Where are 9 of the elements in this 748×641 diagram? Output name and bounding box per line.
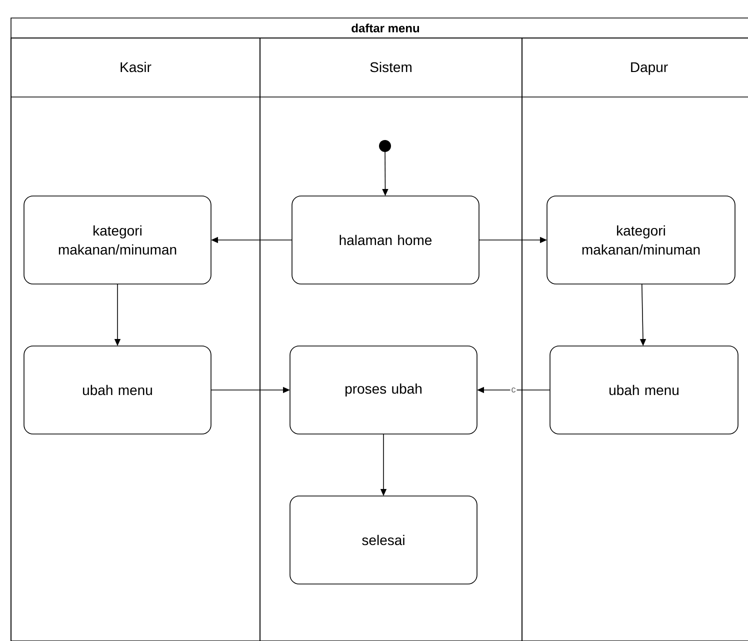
activity-box: ubah menu [24, 346, 212, 434]
activity-box: kategori makanan/minuman [546, 196, 736, 284]
activity-box: kategori makanan/minuman [24, 196, 212, 284]
activity-box: proses ubah [290, 346, 478, 434]
activity-box: halaman home [292, 196, 480, 284]
edge-label: c [510, 386, 517, 394]
start-node [379, 140, 391, 152]
activity-box: ubah menu [550, 346, 738, 434]
activity-box: selesai [290, 496, 478, 584]
